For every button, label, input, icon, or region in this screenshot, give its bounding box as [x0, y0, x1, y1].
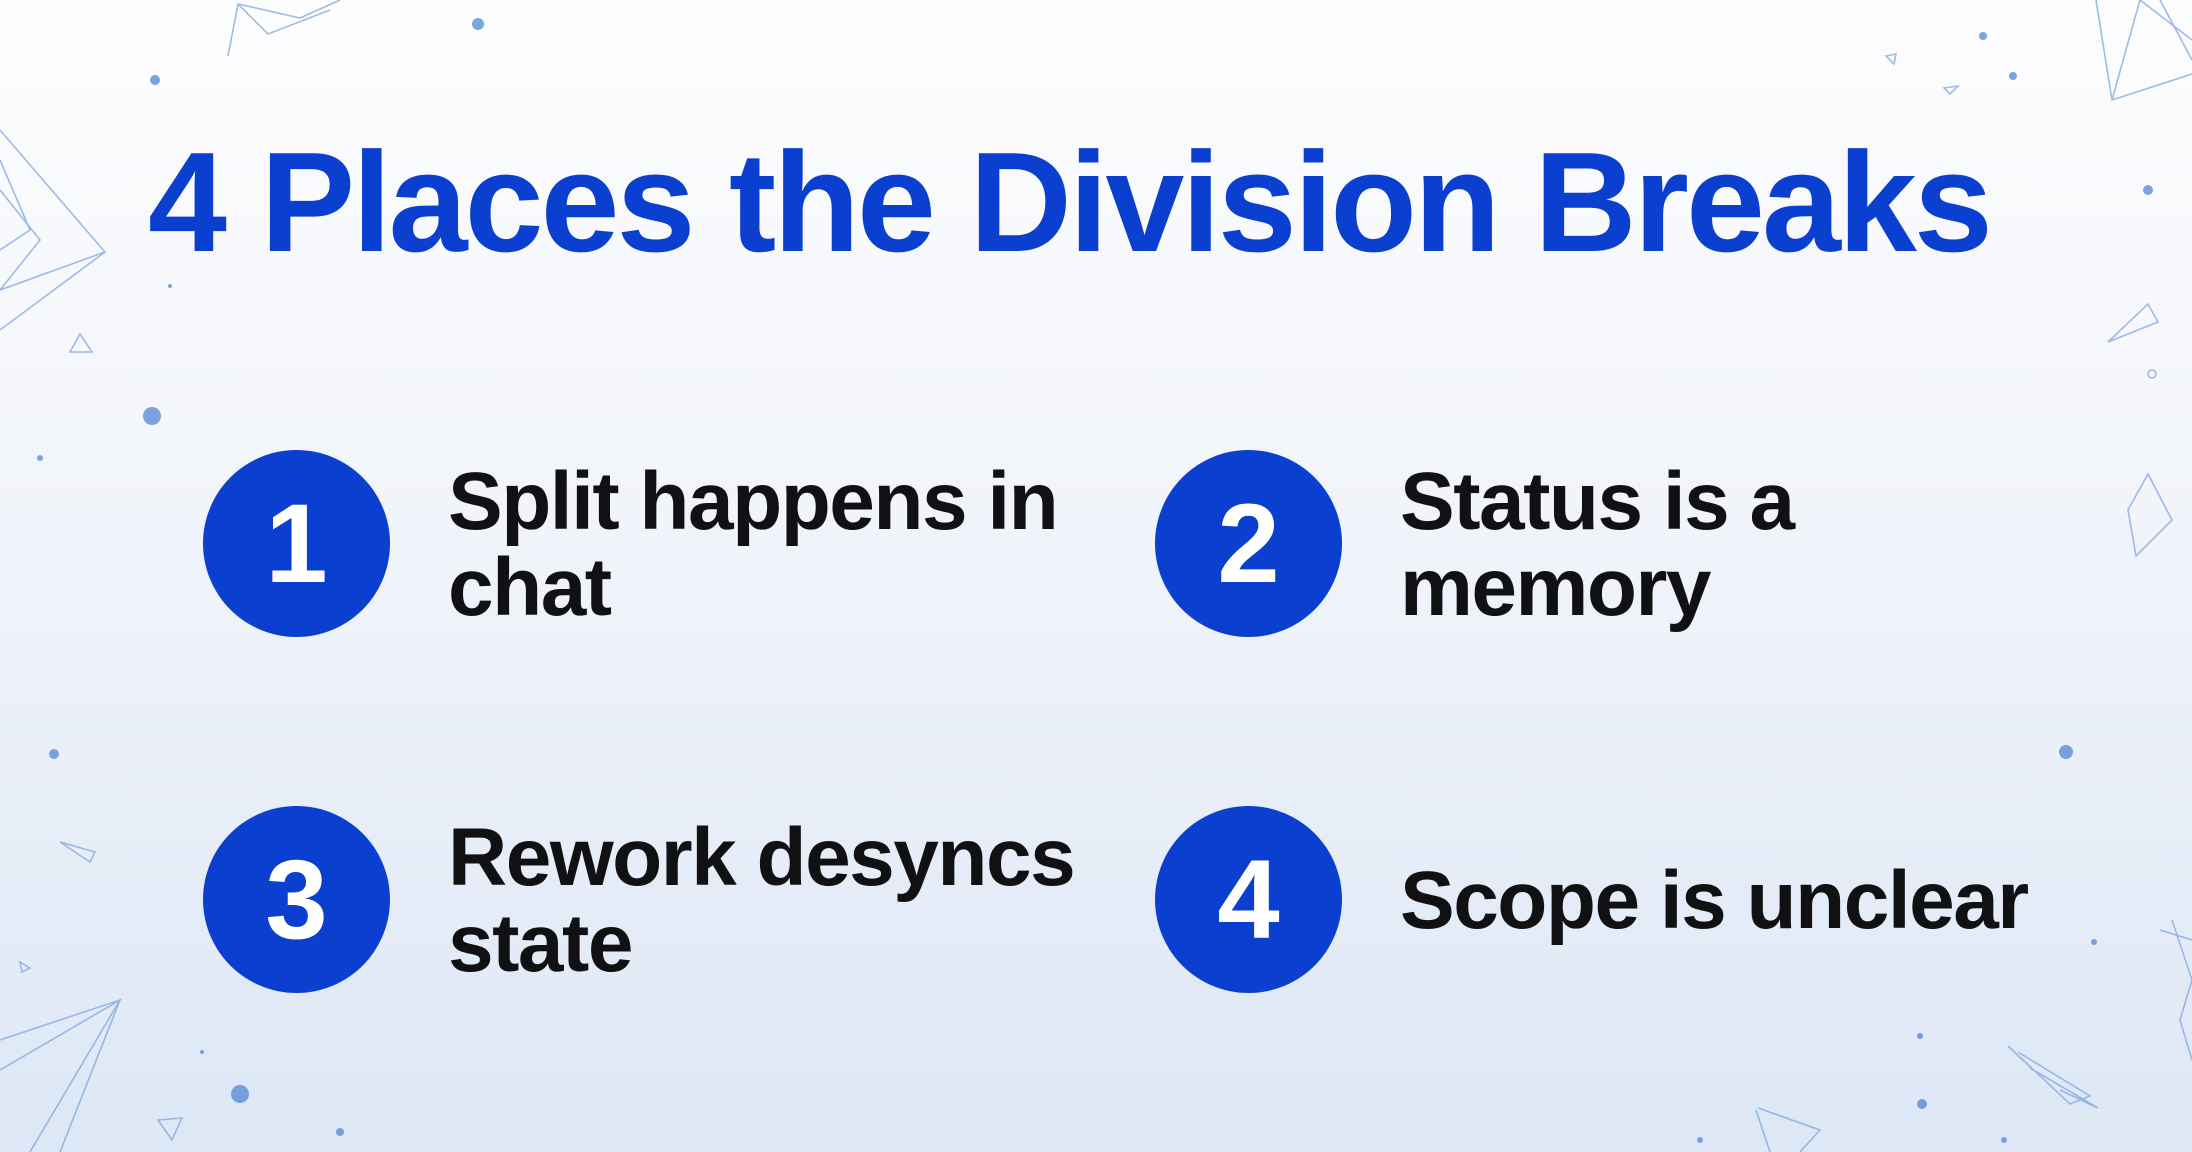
- list-item-2: 2 Status is a memory: [1155, 450, 2015, 640]
- item-text-2: Status is a memory: [1400, 456, 1795, 633]
- number-badge-1: 1: [203, 450, 390, 637]
- number-badge-3: 3: [203, 806, 390, 993]
- list-item-1: 1 Split happens in chat: [203, 450, 1063, 640]
- list-item-3: 3 Rework desyncs state: [203, 806, 1076, 996]
- list-item-4: 4 Scope is unclear: [1155, 806, 2029, 996]
- number-badge-4: 4: [1155, 806, 1342, 993]
- page-title: 4 Places the Division Breaks: [148, 123, 1993, 282]
- item-text-4: Scope is unclear: [1400, 855, 2029, 946]
- number-badge-2: 2: [1155, 450, 1342, 637]
- item-text-1: Split happens in chat: [448, 456, 1059, 633]
- item-text-3: Rework desyncs state: [448, 812, 1076, 989]
